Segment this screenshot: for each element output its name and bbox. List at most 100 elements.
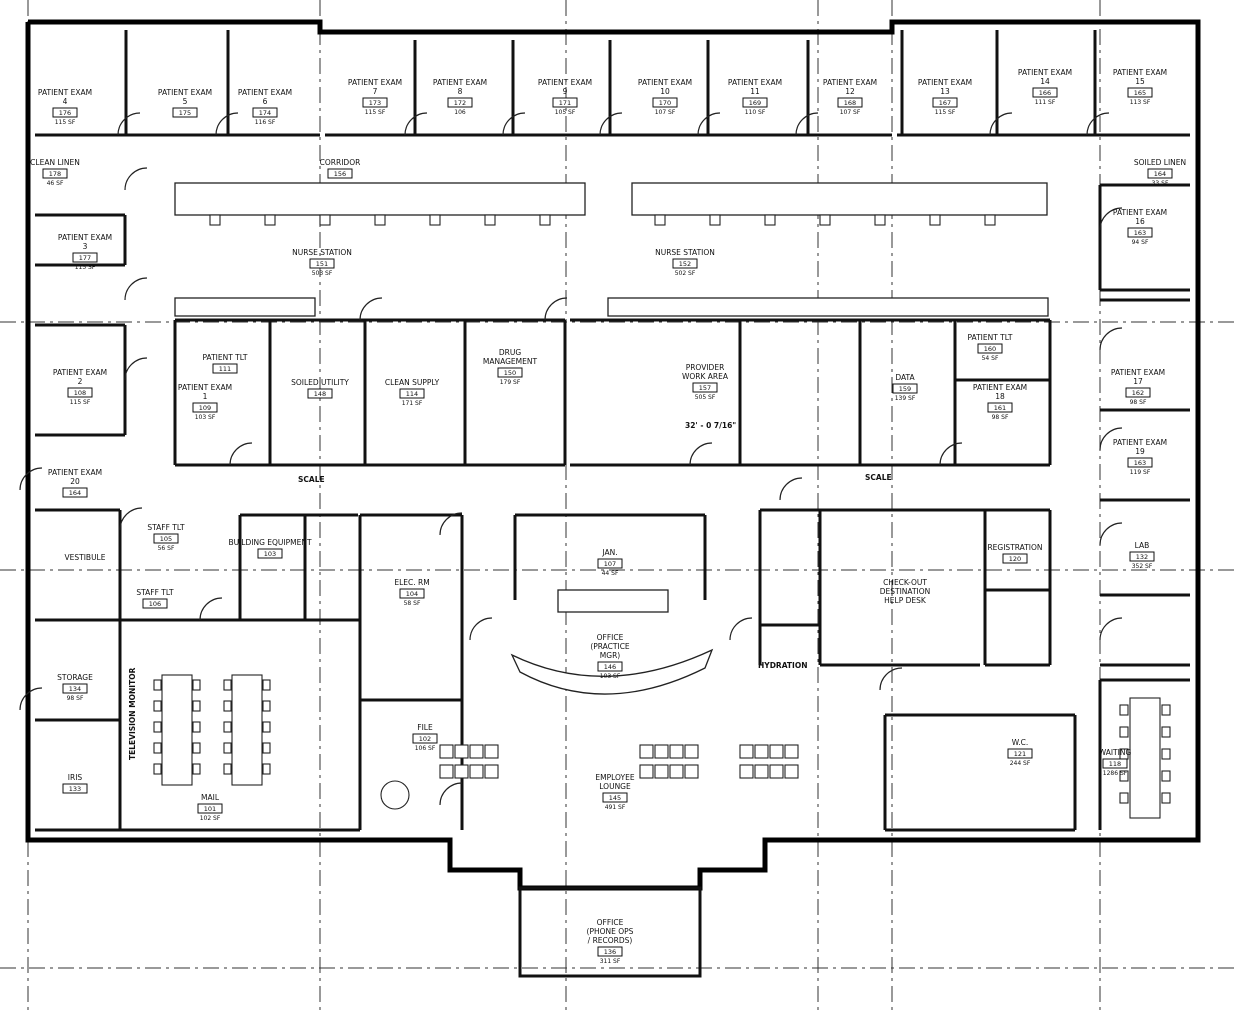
room-name: PATIENT EXAM	[1018, 68, 1072, 77]
waiting-chair	[639, 744, 654, 759]
room-name: 9	[563, 87, 568, 96]
chair	[262, 679, 271, 691]
room-number: 176	[59, 109, 71, 117]
room-number: 166	[1039, 89, 1051, 97]
room-number-tag	[652, 97, 678, 108]
stool	[929, 214, 941, 226]
chair	[192, 721, 201, 733]
room-number-tag	[602, 792, 628, 803]
room-name: NURSE STATION	[292, 248, 352, 257]
room-number: 136	[604, 948, 616, 956]
door-swing	[469, 617, 493, 641]
chair	[1161, 792, 1171, 804]
room-number: 108	[74, 389, 86, 397]
room-area: 54 SF	[982, 355, 999, 362]
waiting-chair	[784, 764, 799, 779]
room-number-tag	[142, 598, 168, 609]
room-number-tag	[309, 258, 335, 269]
room-area: 115 SF	[365, 109, 386, 116]
stool	[264, 214, 276, 226]
room-area: 116 SF	[255, 119, 276, 126]
room-number-tag	[307, 388, 333, 399]
room-name: PATIENT EXAM	[433, 78, 487, 87]
room-number: 111	[219, 365, 231, 373]
chair	[1161, 748, 1171, 760]
room-number-tag	[597, 661, 623, 672]
room-number-tag	[252, 107, 278, 118]
chair	[262, 700, 271, 712]
room-number-tag	[212, 363, 238, 374]
room-name: MGR)	[600, 651, 620, 660]
room-area: 94 SF	[1132, 239, 1149, 246]
chair	[1161, 704, 1171, 716]
room-name: PATIENT EXAM	[973, 383, 1027, 392]
waiting-chair	[454, 764, 469, 779]
room-area: 119 SF	[1130, 469, 1151, 476]
room-area: 46 SF	[47, 180, 64, 187]
room-number-tag	[67, 387, 93, 398]
chair	[262, 742, 271, 754]
room-number: 104	[406, 590, 418, 598]
room-name: CORRIDOR	[320, 158, 361, 167]
chair	[153, 700, 162, 712]
room-number-tag	[257, 548, 283, 559]
stool	[654, 214, 666, 226]
stool	[429, 214, 441, 226]
room-number: 107	[604, 560, 616, 568]
room-number-tag	[72, 252, 98, 263]
door-swing	[404, 112, 428, 136]
room-name: 11	[750, 87, 760, 96]
room-number-tag	[1002, 553, 1028, 564]
checkout-counter	[557, 589, 669, 613]
room-area: 105 SF	[555, 109, 576, 116]
room-name: PATIENT EXAM	[823, 78, 877, 87]
room-number-tag	[977, 343, 1003, 354]
room-name: PATIENT EXAM	[728, 78, 782, 87]
room-name: IRIS	[68, 773, 83, 782]
room-number-tag	[1007, 748, 1033, 759]
room-number-tag	[62, 487, 88, 498]
door-swing	[1099, 522, 1123, 546]
room-number-tag	[42, 168, 68, 179]
room-number-tag	[597, 946, 623, 957]
chair	[1119, 792, 1129, 804]
waiting-chair	[769, 764, 784, 779]
room-number-tag	[1127, 227, 1153, 238]
room-name: 2	[78, 377, 83, 386]
chair	[192, 700, 201, 712]
room-name: 4	[63, 97, 68, 106]
room-name: CLEAN SUPPLY	[385, 378, 440, 387]
chair	[223, 679, 232, 691]
room-number-tag	[399, 588, 425, 599]
room-number-tag	[1147, 168, 1173, 179]
waiting-chair	[469, 764, 484, 779]
room-name: 8	[458, 87, 463, 96]
room-name: JAN.	[601, 548, 617, 557]
plan-note: HYDRATION	[758, 661, 808, 670]
door-swing	[229, 442, 253, 466]
room-number-tag	[327, 168, 353, 179]
room-name: PATIENT EXAM	[1113, 68, 1167, 77]
door-swing	[439, 782, 463, 806]
room-number-tag	[412, 733, 438, 744]
room-number-tag	[172, 107, 198, 118]
room-area: 106	[454, 109, 466, 116]
room-name: PROVIDER	[686, 363, 725, 372]
room-number: 105	[160, 535, 172, 543]
room-number: 164	[69, 489, 81, 497]
stool	[764, 214, 776, 226]
